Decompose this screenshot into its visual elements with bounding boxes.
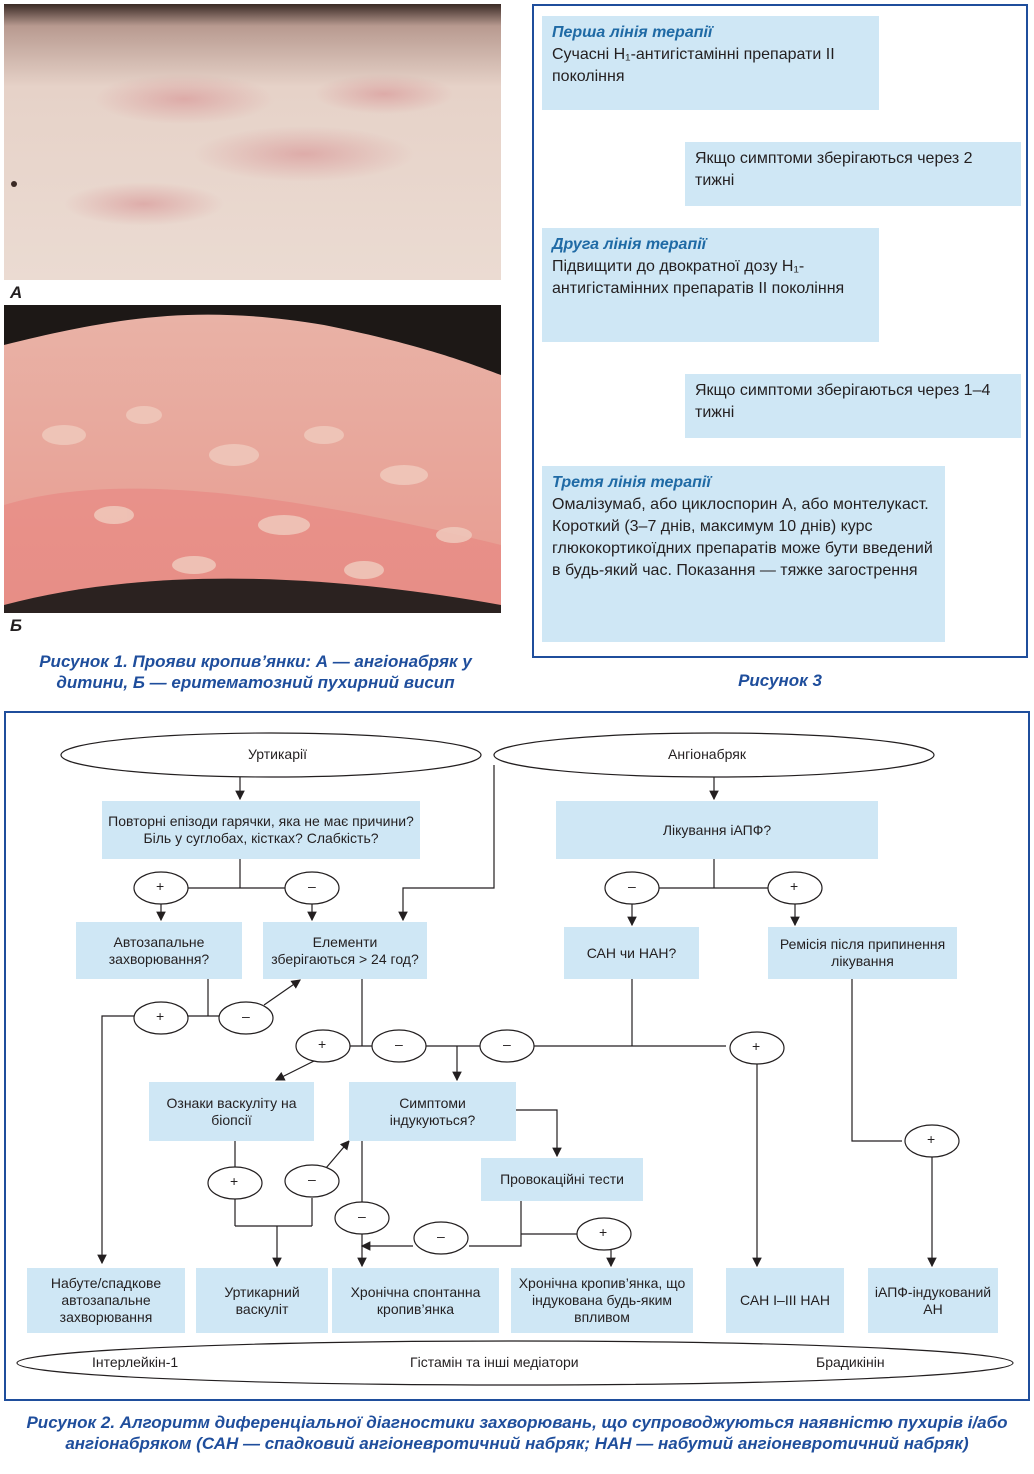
- plus-sign: +: [927, 1131, 936, 1147]
- minus-sign: –: [308, 1171, 316, 1187]
- result-chronic-spontaneous: Хронічна спонтанна кропив’янка: [332, 1268, 499, 1333]
- photo-urticaria-rash: [4, 305, 501, 613]
- figure3-frame: Перша лінія терапії Сучасні H₁-антигіста…: [532, 4, 1028, 658]
- plus-sign: +: [156, 1008, 165, 1024]
- minus-sign: –: [628, 878, 636, 894]
- therapy-line-1-title: Перша лінія терапії: [552, 24, 713, 41]
- result-autoinflammatory: Набуте/спадкове автозапальне захворюванн…: [27, 1268, 185, 1333]
- mediator-bradykinin: Брадикінін: [816, 1354, 885, 1370]
- therapy-line-2-title: Друга лінія терапії: [552, 236, 707, 253]
- minus-sign: –: [242, 1008, 250, 1024]
- figure1-caption: Рисунок 1. Прояви кропив’янки: А — ангіо…: [39, 652, 472, 692]
- therapy-line-1: Перша лінія терапії Сучасні H₁-антигіста…: [542, 16, 879, 110]
- photo-label-b: Б: [10, 616, 23, 635]
- mediator-histamine: Гістамін та інші медіатори: [410, 1354, 579, 1370]
- therapy-line-2-text: Підвищити до двократної дозу H₁- антигіс…: [552, 258, 845, 297]
- figure2-caption: Рисунок 2. Алгоритм диференціальної діаг…: [26, 1413, 1008, 1453]
- escalation-step-2-text: Якщо симптоми зберігаються через 1–4 тиж…: [695, 382, 991, 421]
- minus-sign: –: [503, 1036, 511, 1052]
- result-acei-angioedema: іАПФ-індукований АН: [868, 1268, 998, 1333]
- escalation-step-1-text: Якщо симптоми зберігаються через 2 тижні: [695, 150, 973, 189]
- therapy-line-2: Друга лінія терапії Підвищити до двократ…: [542, 228, 879, 342]
- box-autoinflammatory: Автозапальне захворювання?: [76, 922, 242, 979]
- mediator-interleukin: Інтерлейкін-1: [92, 1354, 179, 1370]
- escalation-step-2: Якщо симптоми зберігаються через 1–4 тиж…: [685, 374, 1021, 438]
- plus-sign: +: [790, 878, 799, 894]
- result-chronic-induced: Хронічна кропив’янка, що індукована будь…: [511, 1268, 693, 1333]
- question-acei: Лікування іАПФ?: [556, 801, 878, 859]
- minus-sign: –: [358, 1208, 366, 1224]
- figure2-frame: Уртикарії Ангіонабряк Повторні епізоди г…: [4, 711, 1030, 1401]
- plus-sign: +: [752, 1038, 761, 1054]
- therapy-line-3: Третя лінія терапії Омалізумаб, або цикл…: [542, 466, 945, 642]
- box-vasculitis-signs: Ознаки васкуліту на біопсії: [149, 1082, 314, 1141]
- ellipse-urticaria: Уртикарії: [248, 746, 307, 762]
- result-urticarial-vasculitis: Уртикарний васкуліт: [196, 1268, 328, 1333]
- minus-sign: –: [308, 878, 316, 894]
- box-remission: Ремісія після припинення лікування: [768, 927, 957, 979]
- box-provocation-tests: Провокаційні тести: [481, 1158, 643, 1201]
- flow-connectors: [16, 732, 1014, 1386]
- plus-sign: +: [318, 1036, 327, 1052]
- escalation-step-1: Якщо симптоми зберігаються через 2 тижні: [685, 142, 1021, 206]
- question-induced: Симптоми індукуються?: [349, 1082, 516, 1141]
- minus-sign: –: [437, 1228, 445, 1244]
- minus-sign: –: [395, 1036, 403, 1052]
- plus-sign: +: [599, 1224, 608, 1240]
- question-elements-24h: Елементи зберігаються > 24 год?: [263, 922, 427, 979]
- plus-sign: +: [156, 878, 165, 894]
- therapy-line-1-text: Сучасні H₁-антигістамінні препарати ІІ п…: [552, 46, 835, 85]
- therapy-line-3-title: Третя лінія терапії: [552, 474, 711, 491]
- plus-sign: +: [230, 1173, 239, 1189]
- figure3-caption: Рисунок 3: [738, 671, 822, 690]
- ellipse-angioedema: Ангіонабряк: [668, 746, 746, 762]
- question-san-nan: САН чи НАН?: [564, 927, 699, 979]
- result-san-nan: САН І–ІІІ НАН: [726, 1268, 844, 1333]
- photo-angioedema: [4, 4, 501, 280]
- therapy-line-3-text: Омалізумаб, або циклоспорин А, або монте…: [552, 496, 933, 579]
- photo-label-a: А: [10, 283, 23, 302]
- question-fever: Повторні епізоди гарячки, яка не має при…: [102, 801, 420, 859]
